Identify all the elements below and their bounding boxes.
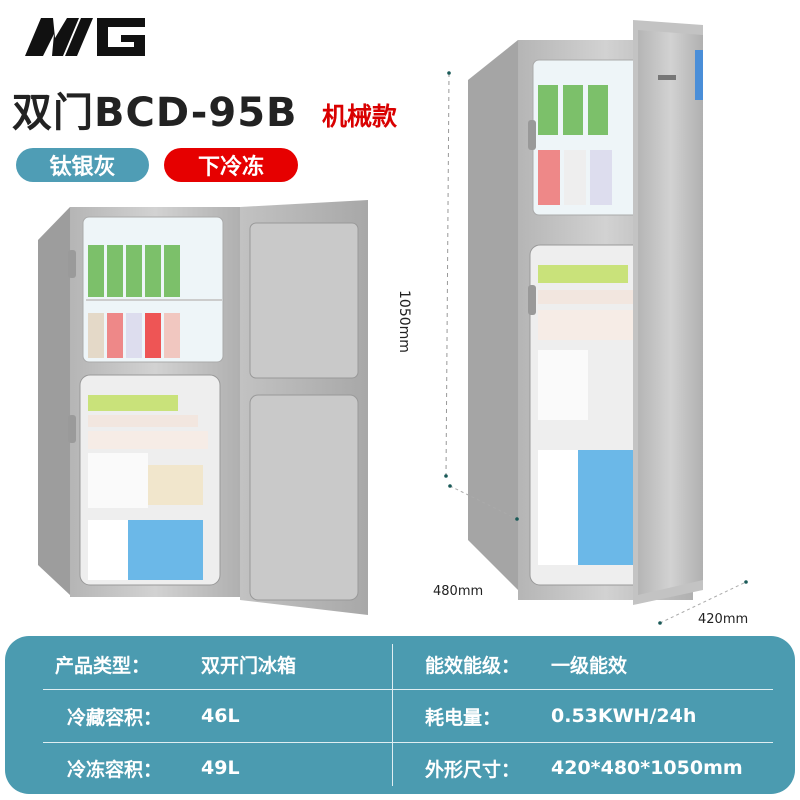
- dimension-guides: [444, 71, 748, 625]
- spec-value: 双开门冰箱: [201, 654, 297, 677]
- row-divider: [43, 689, 773, 690]
- spec-label: 耗电量：: [425, 706, 502, 729]
- spec-value: 46L: [201, 705, 240, 727]
- spec-label: 外形尺寸：: [425, 758, 521, 781]
- spec-row: 产品类型： 双开门冰箱 能效能级： 一级能效: [41, 638, 775, 690]
- height-dimension: 1050mm: [396, 290, 412, 353]
- mg-logo: [25, 18, 145, 56]
- spec-label: 能效能级：: [425, 654, 521, 677]
- fridge-open-image: [38, 200, 368, 615]
- spec-value: 420*480*1050mm: [551, 757, 743, 779]
- spec-value: 0.53KWH/24h: [551, 705, 697, 727]
- freezer-position-badge: 下冷冻: [164, 148, 298, 182]
- product-title: 双门BCD-95B: [12, 90, 298, 136]
- spec-value: 一级能效: [551, 654, 628, 677]
- row-divider: [43, 742, 773, 743]
- column-divider: [392, 644, 393, 786]
- product-subtitle: 机械款: [322, 102, 398, 131]
- spec-row: 冷冻容积： 49L 外形尺寸： 420*480*1050mm: [41, 742, 775, 794]
- spec-label: 冷藏容积：: [67, 706, 163, 729]
- depth-dimension: 480mm: [433, 584, 484, 599]
- width-dimension: 420mm: [698, 612, 749, 627]
- spec-row: 冷藏容积： 46L 耗电量： 0.53KWH/24h: [41, 690, 775, 742]
- spec-label: 冷冻容积：: [67, 758, 163, 781]
- color-badge: 钛银灰: [16, 148, 149, 182]
- specs-table: 产品类型： 双开门冰箱 能效能级： 一级能效 冷藏容积： 46L 耗电量： 0.…: [5, 636, 795, 794]
- fridge-closed-image: [468, 20, 703, 605]
- spec-label: 产品类型：: [55, 654, 151, 677]
- spec-value: 49L: [201, 757, 240, 779]
